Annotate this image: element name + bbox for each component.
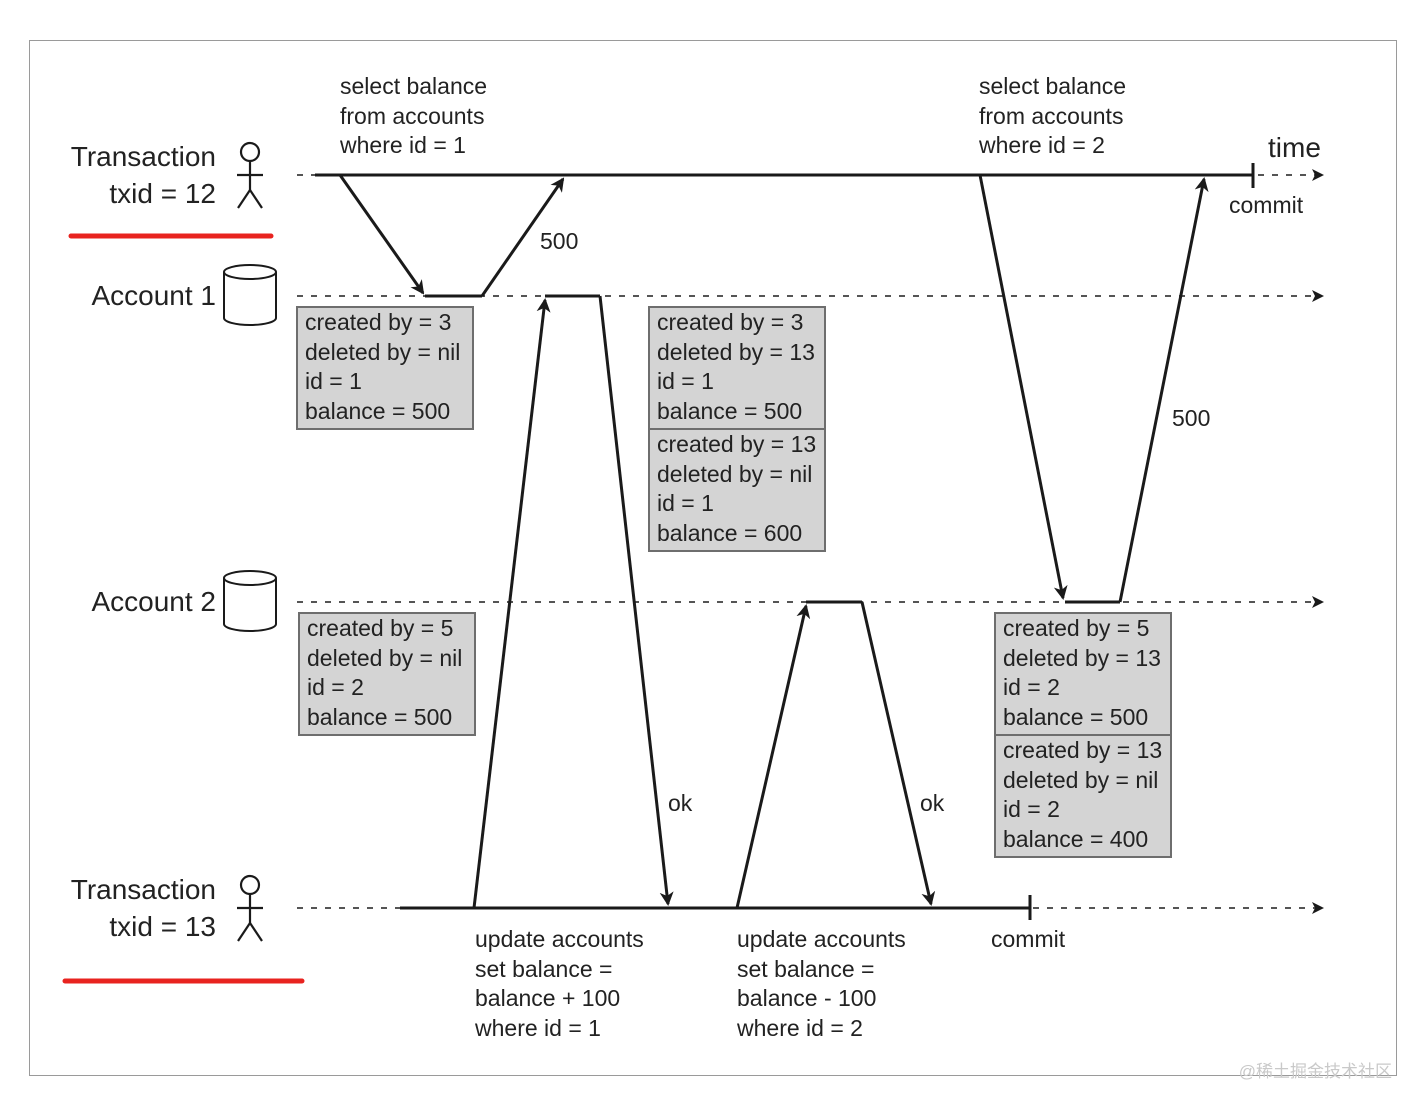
field-id: id = 1: [305, 368, 362, 394]
arrow-select2-response: [1118, 177, 1209, 603]
row-version-new: created by = 13 deleted by = nil id = 1 …: [650, 428, 824, 550]
arrow-select2-request: [978, 174, 1068, 600]
version-box-acc1-updated: created by = 3 deleted by = 13 id = 1 ba…: [648, 306, 826, 552]
arrow-update1-request: [472, 298, 551, 909]
arrow-update2-response: [860, 601, 936, 906]
query-update-id-2: update accounts set balance = balance - …: [737, 926, 906, 1041]
field-balance: balance = 500: [307, 703, 453, 730]
actor-label-acc2: Account 2: [91, 586, 216, 617]
field-balance: balance = 500: [305, 397, 451, 424]
field-created-by: created by = 5: [307, 615, 454, 641]
field-id: id = 2: [1003, 674, 1060, 700]
arrow-select1-request: [338, 174, 425, 295]
version-box-acc1-initial: created by = 3 deleted by = nil id = 1 b…: [296, 306, 474, 430]
field-id: id = 1: [657, 368, 714, 394]
person-icon-tx13: [237, 874, 263, 942]
person-icon-tx12: [237, 141, 263, 209]
row-version-old: created by = 3 deleted by = 13 id = 1 ba…: [650, 308, 824, 428]
field-id: id = 1: [657, 490, 714, 516]
actor-label-acc1: Account 1: [91, 280, 216, 311]
message-arrows: [338, 174, 1209, 909]
field-balance: balance = 400: [1003, 825, 1149, 852]
actor-label-tx13: Transaction txid = 13: [70, 874, 216, 942]
actor-label-tx12: Transaction txid = 12: [70, 141, 216, 209]
field-deleted-by: deleted by = nil: [307, 644, 463, 671]
field-balance: balance = 500: [657, 397, 803, 424]
field-created-by: created by = 5: [1003, 615, 1150, 641]
version-box-acc2-initial: created by = 5 deleted by = nil id = 2 b…: [298, 612, 476, 736]
arrow-update1-response: [598, 295, 674, 906]
response-read-acc2: 500: [1172, 405, 1211, 431]
row-version: created by = 3 deleted by = nil id = 1 b…: [298, 308, 472, 428]
time-axis-label: time: [1268, 132, 1321, 163]
field-deleted-by: deleted by = nil: [657, 460, 813, 487]
field-created-by: created by = 13: [1003, 737, 1163, 763]
field-deleted-by: deleted by = 13: [657, 338, 815, 365]
field-deleted-by: deleted by = 13: [1003, 644, 1161, 671]
query-select-id-1: select balance from accounts where id = …: [340, 73, 488, 158]
field-created-by: created by = 3: [657, 309, 804, 335]
database-icon-acc1: [223, 264, 277, 326]
field-id: id = 2: [1003, 796, 1060, 822]
field-balance: balance = 500: [1003, 703, 1149, 730]
query-update-id-1: update accounts set balance = balance + …: [475, 926, 644, 1041]
commit-label-tx13: commit: [991, 926, 1066, 952]
query-select-id-2: select balance from accounts where id = …: [979, 73, 1127, 158]
row-version-new: created by = 13 deleted by = nil id = 2 …: [996, 734, 1170, 856]
version-box-acc2-updated: created by = 5 deleted by = 13 id = 2 ba…: [994, 612, 1172, 858]
field-created-by: created by = 13: [657, 431, 817, 457]
field-deleted-by: deleted by = nil: [1003, 766, 1159, 793]
commit-label-tx12: commit: [1229, 192, 1304, 218]
response-read-acc1: 500: [540, 228, 579, 254]
response-write-acc2: ok: [920, 790, 945, 816]
arrow-select1-response: [480, 177, 565, 297]
field-id: id = 2: [307, 674, 364, 700]
field-created-by: created by = 3: [305, 309, 452, 335]
arrow-update2-request: [735, 604, 811, 909]
row-version-old: created by = 5 deleted by = 13 id = 2 ba…: [996, 614, 1170, 734]
diagram-frame: [29, 40, 1397, 1076]
database-icon-acc2: [223, 570, 277, 632]
watermark: @稀土掘金技术社区: [1238, 1062, 1392, 1081]
transaction-lines: [315, 163, 1255, 920]
field-deleted-by: deleted by = nil: [305, 338, 461, 365]
field-balance: balance = 600: [657, 519, 803, 546]
response-write-acc1: ok: [668, 790, 693, 816]
row-version: created by = 5 deleted by = nil id = 2 b…: [300, 614, 474, 734]
